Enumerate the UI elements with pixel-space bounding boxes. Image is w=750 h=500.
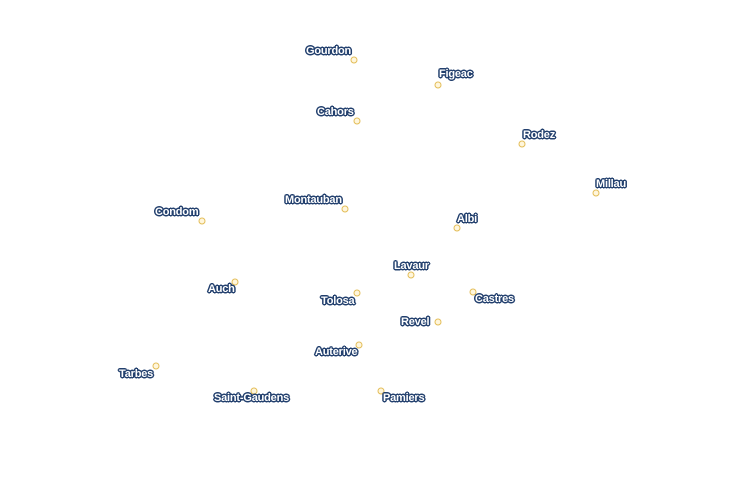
city-marker-tarbes[interactable] (152, 362, 160, 370)
city-label-auch: Auch (208, 283, 235, 295)
city-marker-montauban[interactable] (341, 205, 349, 213)
city-label-pamiers: Pamiers (383, 392, 425, 404)
city-marker-auch[interactable] (231, 278, 239, 286)
city-label-gourdon: Gourdon (306, 45, 352, 57)
city-marker-pamiers[interactable] (377, 387, 385, 395)
city-marker-auterive[interactable] (355, 341, 363, 349)
city-label-castres: Castres (475, 293, 514, 305)
city-label-auterive: Auterive (315, 346, 358, 358)
city-marker-cahors[interactable] (353, 117, 361, 125)
city-label-lavaur: Lavaur (394, 260, 429, 272)
city-marker-saint-gaudens[interactable] (250, 387, 258, 395)
city-label-figeac: Figeac (439, 68, 473, 80)
city-label-montauban: Montauban (285, 194, 342, 206)
city-marker-condom[interactable] (198, 217, 206, 225)
city-marker-gourdon[interactable] (350, 56, 358, 64)
city-marker-millau[interactable] (592, 189, 600, 197)
city-marker-rodez[interactable] (518, 140, 526, 148)
city-marker-lavaur[interactable] (407, 271, 415, 279)
city-marker-albi[interactable] (453, 224, 461, 232)
city-label-saint-gaudens: Saint-Gaudens (214, 392, 290, 404)
city-label-albi: Albi (457, 213, 477, 225)
city-label-condom: Condom (155, 206, 199, 218)
city-label-millau: Millau (596, 178, 626, 190)
city-marker-figeac[interactable] (434, 81, 442, 89)
city-label-cahors: Cahors (317, 106, 354, 118)
city-label-revel: Revel (401, 316, 430, 328)
city-marker-castres[interactable] (469, 288, 477, 296)
city-marker-tolosa[interactable] (353, 289, 361, 297)
city-label-rodez: Rodez (523, 129, 556, 141)
city-label-tarbes: Tarbes (119, 368, 154, 380)
city-marker-revel[interactable] (434, 318, 442, 326)
city-label-tolosa: Tolosa (321, 295, 355, 307)
